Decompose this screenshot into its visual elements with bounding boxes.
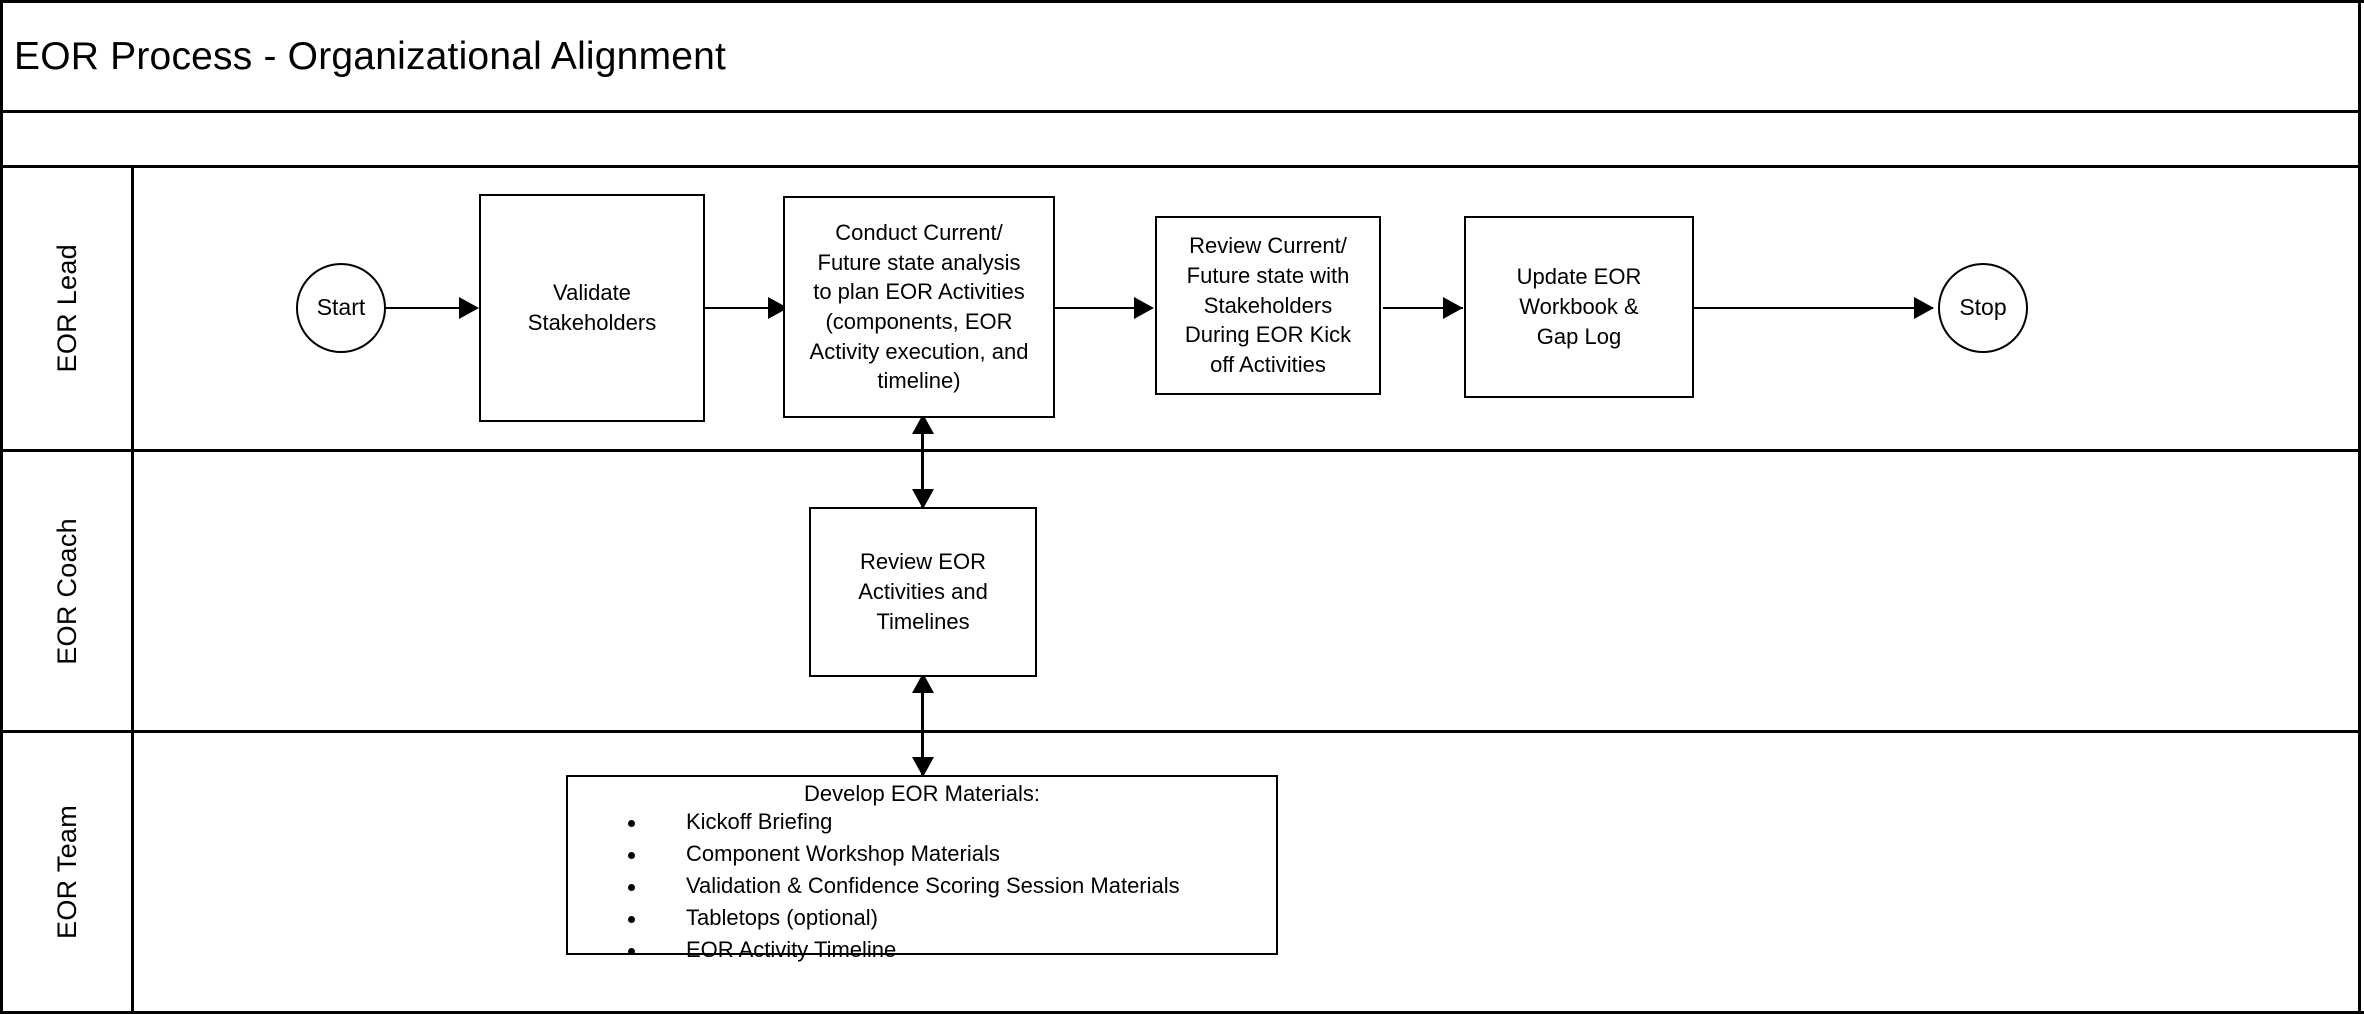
page-title: EOR Process - Organizational Alignment [2,2,2360,112]
node-stop-label: Stop [1959,294,2007,321]
lane-label-eor-team-text: EOR Team [52,805,82,939]
node-develop-materials[interactable]: Develop EOR Materials: Kickoff Briefing … [566,775,1278,961]
node-review-activities-label: Review EOR Activities and Timelines [858,549,988,634]
arrow-review-to-update [1443,297,1463,319]
frame-left-border [0,0,3,1014]
list-item: Validation & Confidence Scoring Session … [568,875,1276,897]
arrow-materials-to-activities [912,673,934,693]
node-review-with-stakeholders[interactable]: Review Current/ Future state with Stakeh… [1155,216,1381,395]
spacer-row-divider [0,165,2361,168]
lane-divider-coach-team [0,730,2361,733]
node-review-with-stakeholders-label: Review Current/ Future state with Stakeh… [1184,233,1352,378]
lane-divider-lead-coach [0,449,2361,452]
lane-label-eor-coach-text: EOR Coach [52,517,82,665]
node-start-label: Start [316,294,366,321]
lane-label-eor-team: EOR Team [2,733,133,1011]
arrow-start-to-validate [459,297,479,319]
frame-bottom-border [0,1011,2364,1014]
frame-right-border [2358,0,2361,1014]
node-develop-materials-heading: Develop EOR Materials: [804,781,1040,806]
lane-label-eor-lead: EOR Lead [2,168,133,449]
arrow-activities-to-materials [912,757,934,777]
list-item: Component Workshop Materials [568,843,1276,865]
arrow-conduct-to-review [1134,297,1154,319]
node-review-activities[interactable]: Review EOR Activities and Timelines [809,507,1037,677]
title-row-divider [0,110,2361,113]
lane-label-eor-coach: EOR Coach [2,452,133,730]
arrow-conduct-to-activities [912,489,934,509]
list-item: Tabletops (optional) [568,907,1276,929]
node-update-workbook-label: Update EOR Workbook & Gap Log [1516,264,1642,349]
page-title-text: EOR Process - Organizational Alignment [14,34,727,78]
node-update-workbook[interactable]: Update EOR Workbook & Gap Log [1464,216,1694,398]
list-item: Kickoff Briefing [568,811,1276,833]
connector-activities-to-materials [921,675,924,777]
node-start[interactable]: Start [296,263,386,353]
develop-materials-list: Kickoff Briefing Component Workshop Mate… [568,811,1276,961]
frame-top-border [0,0,2364,3]
connector-conduct-to-activities [921,416,924,508]
node-conduct-analysis-label: Conduct Current/ Future state analysis t… [809,219,1029,394]
lane-label-eor-lead-text: EOR Lead [52,244,82,373]
node-stop[interactable]: Stop [1938,263,2028,353]
connector-start-to-validate [383,307,461,309]
connector-validate-to-conduct [704,307,782,309]
arrow-activities-to-conduct [912,414,934,434]
arrow-update-to-stop [1914,297,1934,319]
connector-update-to-stop [1693,307,1933,309]
node-validate-stakeholders-label: Validate Stakeholders [527,280,657,335]
list-item: EOR Activity Timeline [568,939,1276,961]
connector-review-to-update [1383,307,1463,309]
connector-conduct-to-review [1055,307,1143,309]
lane-label-column-divider [131,165,134,1014]
node-conduct-analysis[interactable]: Conduct Current/ Future state analysis t… [783,196,1055,418]
node-validate-stakeholders[interactable]: Validate Stakeholders [479,194,705,422]
